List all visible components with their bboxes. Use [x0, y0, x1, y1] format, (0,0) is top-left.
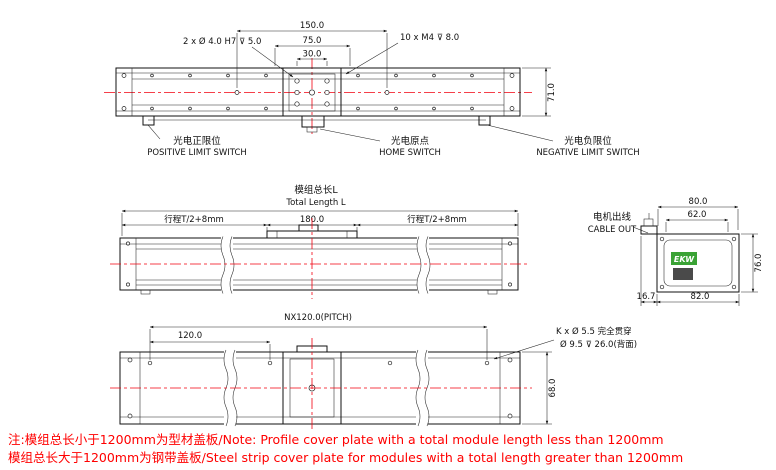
dim-68: 68.0	[522, 351, 558, 425]
dim-120-label: 120.0	[178, 331, 202, 341]
dim-80-label: 80.0	[689, 197, 708, 207]
dim-150-label: 150.0	[300, 21, 324, 31]
sensor-rail	[142, 115, 491, 133]
dim-76: 76.0	[741, 233, 764, 293]
tapped-callout-label: 10 x M4 ⊽ 8.0	[400, 33, 459, 43]
pitch-label: NX120.0(PITCH)	[284, 313, 352, 323]
dim-71-label: 71.0	[547, 83, 557, 102]
dowel-hole-right	[384, 90, 390, 95]
cable-out-en: CABLE OUT	[588, 225, 637, 235]
dim-62: 62.0	[665, 210, 729, 232]
positive-limit-cn: 光电正限位	[173, 135, 221, 147]
dim-62-label: 62.0	[688, 210, 707, 220]
pitch-hole	[387, 360, 393, 366]
break-line	[220, 236, 226, 294]
positive-limit-switch	[142, 115, 155, 126]
dowel-callout: 2 x Ø 4.0 H7 ⊽ 5.0	[183, 36, 294, 78]
negative-limit-switch	[478, 115, 491, 126]
positive-limit-label: 光电正限位 POSITIVE LIMIT SWITCH	[147, 124, 247, 158]
top-view: 150.0 75.0 30.0 2 x Ø 4.0 H7 ⊽ 5.0 10 x …	[104, 21, 640, 158]
notes: 注:模组总长小于1200mm为型材盖板/Note: Profile cover …	[8, 431, 683, 467]
break-line	[229, 236, 235, 294]
dim-pitch: NX120.0(PITCH)	[149, 313, 488, 360]
side-view: 模组总长L Total Length L 行程T/2+8mm 180.0 行程T…	[110, 184, 530, 299]
note-line-2: 模组总长大于1200mm为钢带盖板/Steel strip cover plat…	[8, 450, 684, 465]
carriage-top	[282, 67, 342, 117]
dim-71: 71.0	[522, 67, 557, 117]
dim-30-label: 30.0	[303, 50, 322, 60]
encoder-block	[673, 268, 693, 280]
tapped-holes-callout: 10 x M4 ⊽ 8.0	[345, 33, 459, 75]
negative-limit-en: NEGATIVE LIMIT SWITCH	[536, 148, 639, 158]
bottom-view-body	[119, 345, 521, 427]
pitch-hole	[267, 360, 273, 366]
break-line	[425, 236, 431, 294]
cable-connector	[640, 213, 658, 235]
through-holes-label: K x Ø 5.5 完全贯穿	[556, 326, 632, 337]
dim-82-label: 82.0	[691, 292, 710, 302]
mounting-holes-callout: K x Ø 5.5 完全贯穿 Ø 9.5 ⊽ 26.0(背面)	[493, 326, 637, 360]
dim-30: 30.0	[296, 50, 328, 66]
top-view-body	[115, 67, 521, 117]
negative-limit-cn: 光电负限位	[564, 135, 612, 147]
home-switch-cn: 光电原点	[391, 135, 430, 147]
negative-limit-label: 光电负限位 NEGATIVE LIMIT SWITCH	[486, 124, 640, 158]
side-view-body	[119, 224, 519, 295]
dim-75-label: 75.0	[303, 36, 322, 46]
break-line	[416, 236, 422, 294]
technical-drawing: 150.0 75.0 30.0 2 x Ø 4.0 H7 ⊽ 5.0 10 x …	[104, 21, 764, 430]
dim-stroke-row: 行程T/2+8mm 180.0 行程T/2+8mm	[121, 214, 519, 236]
dim-76-label: 76.0	[754, 254, 764, 273]
total-length-cn: 模组总长L	[294, 184, 338, 196]
pitch-hole	[484, 360, 490, 366]
dim-150: 150.0	[236, 21, 388, 88]
bottom-view: NX120.0(PITCH) 120.0 K x Ø 5.5 完全贯穿 Ø 9.…	[110, 313, 637, 430]
sensor-dog	[298, 224, 319, 232]
home-switch-label: 光电原点 HOME SWITCH	[319, 128, 441, 158]
pitch-hole	[147, 360, 153, 366]
dim-120: 120.0	[149, 331, 271, 360]
counterbore-label: Ø 9.5 ⊽ 26.0(背面)	[560, 339, 637, 350]
dowel-callout-label: 2 x Ø 4.0 H7 ⊽ 5.0	[183, 36, 261, 47]
dim-80: 80.0	[657, 197, 739, 230]
end-view: 电机出线 CABLE OUT 80.0 62.0 EKW	[588, 197, 764, 306]
dim-bottom-row: 16.7 82.0	[637, 236, 740, 306]
cable-out-cn: 电机出线	[593, 211, 632, 223]
dim-167-label: 16.7	[637, 292, 656, 302]
dim-68-label: 68.0	[548, 379, 558, 398]
home-switch	[301, 115, 325, 128]
positive-limit-en: POSITIVE LIMIT SWITCH	[147, 148, 247, 158]
dim-75: 75.0	[274, 36, 351, 66]
home-switch-en: HOME SWITCH	[379, 148, 441, 158]
dowel-hole-left	[234, 90, 240, 95]
note-line-1: 注:模组总长小于1200mm为型材盖板/Note: Profile cover …	[8, 432, 664, 447]
motor-body: EKW	[656, 233, 740, 293]
total-length-en: Total Length L	[285, 198, 346, 208]
brand-logo-text: EKW	[674, 255, 695, 264]
stroke-left-label: 行程T/2+8mm	[164, 214, 224, 225]
stroke-right-label: 行程T/2+8mm	[407, 214, 467, 225]
brand-logo-plate	[671, 252, 697, 265]
